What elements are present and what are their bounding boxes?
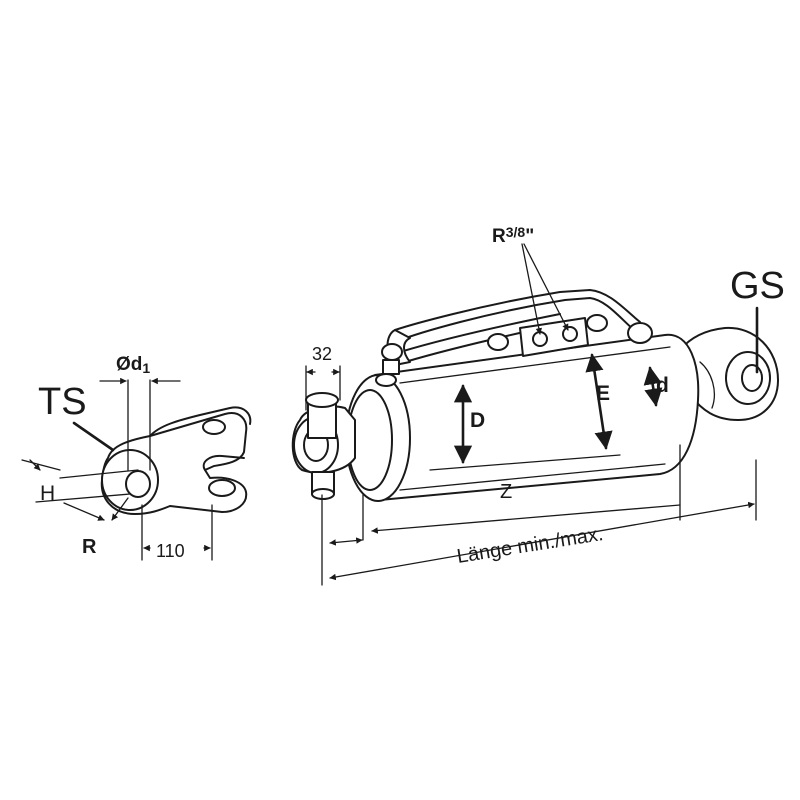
r-label: R [82, 536, 97, 558]
gs-label: GS [730, 265, 785, 307]
d-upper-label: D [470, 409, 485, 432]
clevis-fork-ts [100, 406, 252, 515]
width-110-label: 110 [156, 541, 185, 561]
r38-label-base: R [492, 226, 506, 247]
d-lower-label: d [656, 374, 669, 397]
w32-label: 32 [312, 344, 332, 364]
r38-label-fraction: 3/8 [506, 224, 526, 240]
hydraulic-cylinder [291, 289, 779, 502]
od1-label-main: Ød [116, 354, 142, 375]
h-label: H [40, 482, 55, 505]
e-label: E [596, 382, 610, 405]
ts-label: TS [38, 381, 87, 423]
cylinder-dimensions [305, 243, 759, 586]
r38-label: R3/8" [492, 224, 534, 247]
z-label: Z [500, 481, 512, 503]
od1-label: Ød1 [116, 354, 150, 376]
length-label: Länge min./max. [455, 523, 604, 568]
od1-label-sub: 1 [142, 360, 150, 376]
r38-label-quote: " [525, 226, 534, 247]
clevis-dimensions [21, 377, 213, 561]
